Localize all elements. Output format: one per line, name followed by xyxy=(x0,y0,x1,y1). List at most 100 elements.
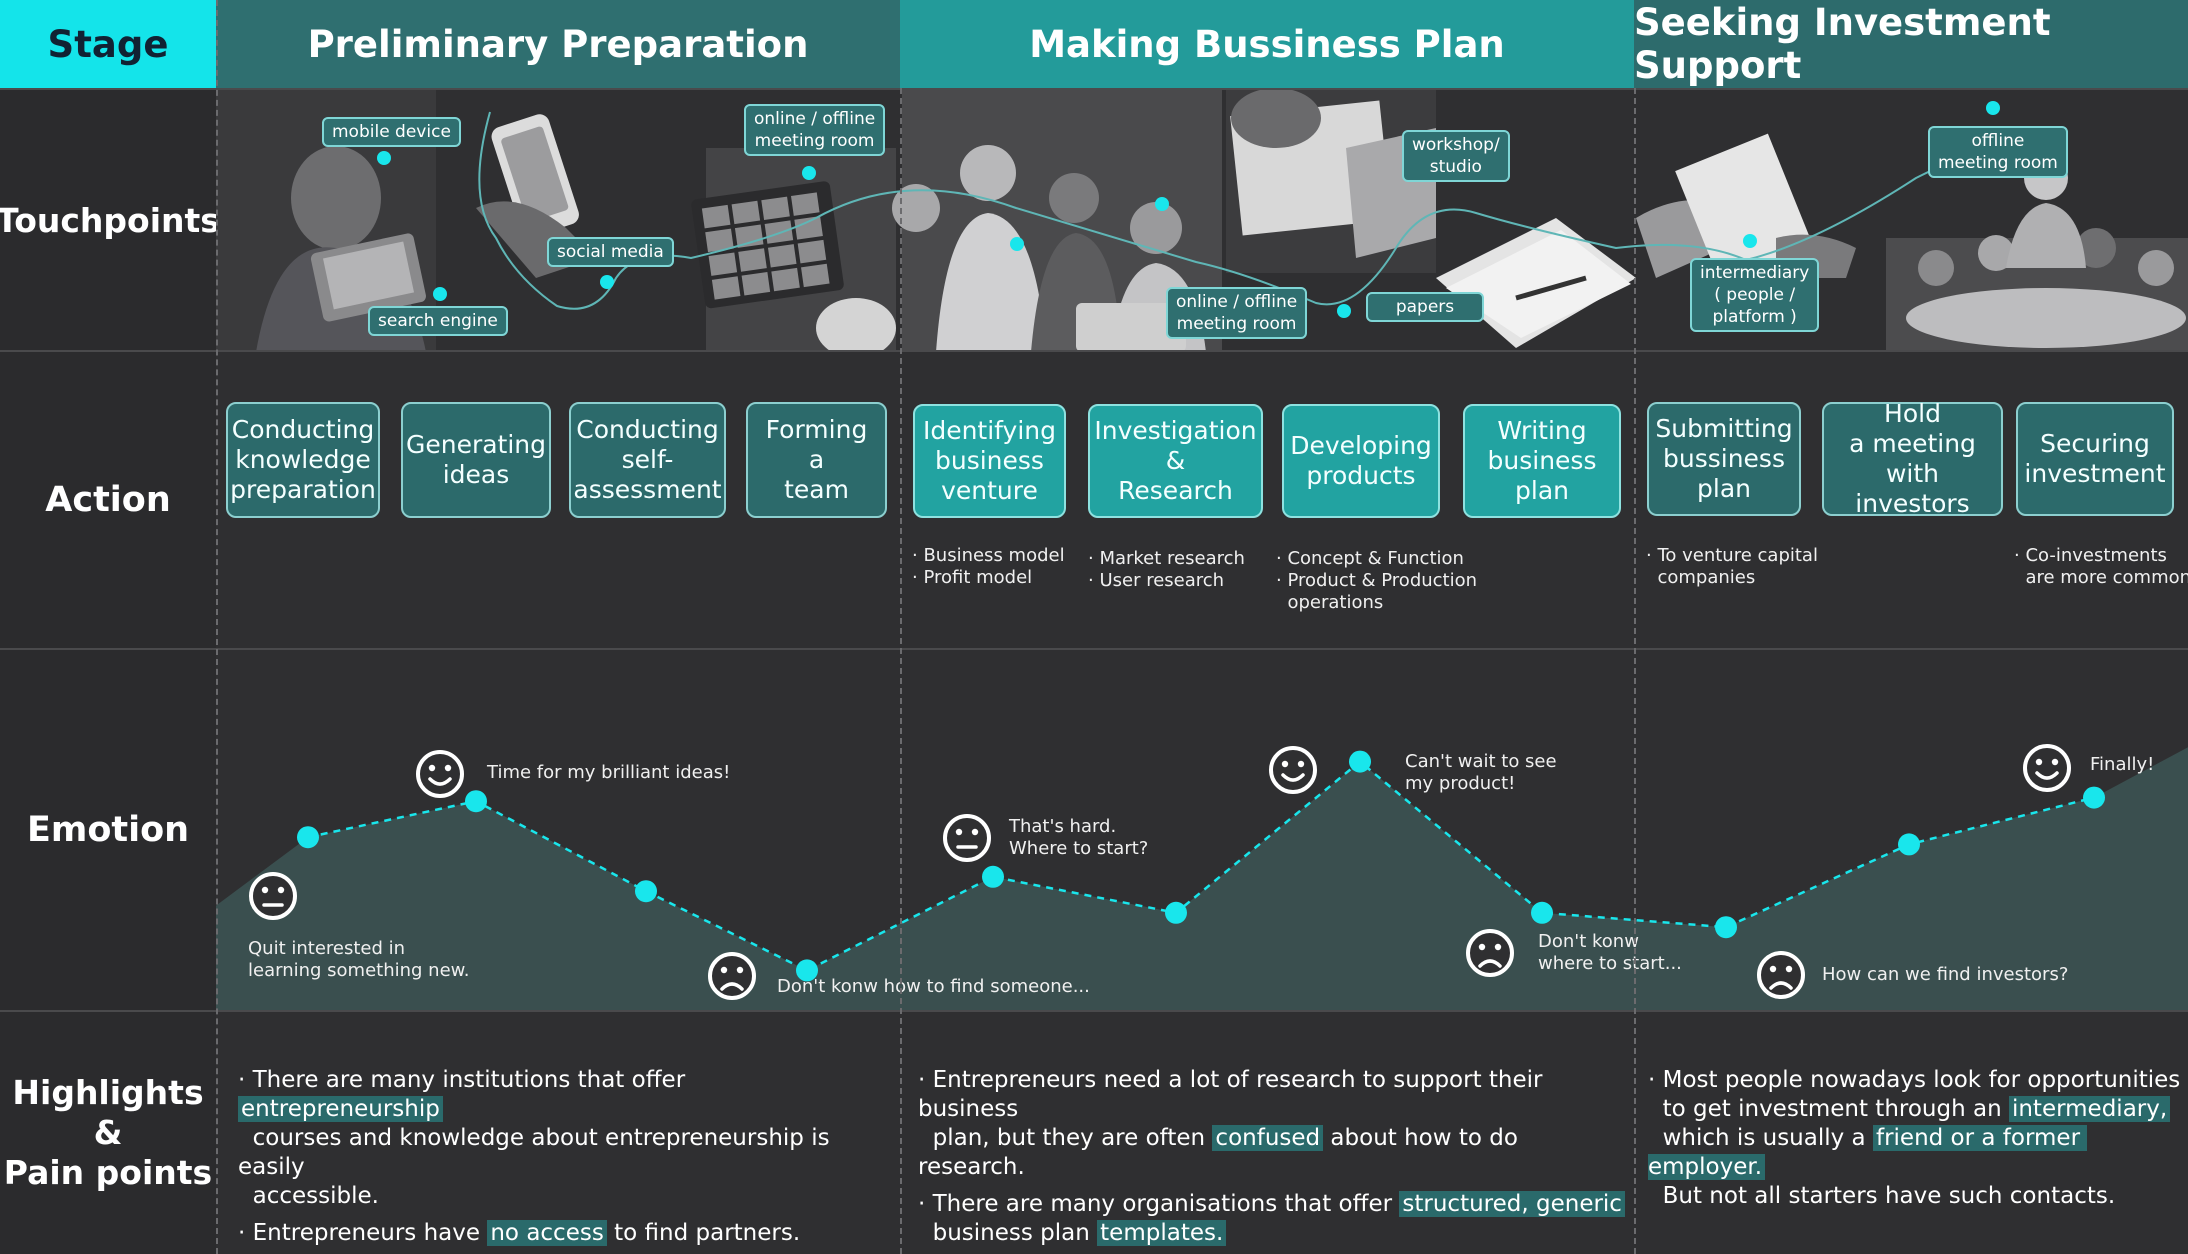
row-divider xyxy=(0,350,2188,352)
emotion-point xyxy=(465,790,487,813)
highlights-column-1: · There are many institutions that offer… xyxy=(238,1066,888,1248)
highlights-column-3: · Most people nowadays look for opportun… xyxy=(1648,1066,2188,1219)
sad-face-icon xyxy=(708,952,756,1000)
tag-text: meeting room xyxy=(1176,314,1297,334)
highlight-text: But not all starters have such contacts. xyxy=(1662,1183,2116,1209)
action-step-text: plan xyxy=(1515,476,1569,505)
row-label-text: Emotion xyxy=(26,810,190,850)
tag-text: meeting room xyxy=(1938,153,2058,173)
emotion-curve-chart xyxy=(216,744,2188,1010)
happy-face-icon xyxy=(416,750,464,798)
row-label-text: Pain points xyxy=(3,1153,213,1192)
stage-seeking-investment: Seeking Investment Support xyxy=(1634,0,2188,88)
highlight-text: business plan xyxy=(932,1220,1090,1246)
action-step-text: Securing xyxy=(2040,429,2150,458)
action-note: · To venture capital companies xyxy=(1646,545,1818,588)
highlight-item: · Entrepreneurs have no access to find p… xyxy=(238,1219,888,1248)
highlight-item: · Entrepreneurs need a lot of research t… xyxy=(918,1066,1630,1182)
tag-text: social media xyxy=(557,242,664,262)
emotion-point xyxy=(1715,916,1737,939)
highlight-text: · There are many organisations that offe… xyxy=(918,1191,1400,1217)
touchpoint-mobile-device: mobile device xyxy=(322,117,461,147)
action-step-text: investment xyxy=(2024,459,2166,488)
emotion-label: Don't konw how to find someone... xyxy=(777,976,1090,997)
row-label-text: Action xyxy=(45,480,171,520)
happy-face-icon xyxy=(2023,744,2071,792)
touchpoint-dots xyxy=(377,101,2000,318)
touchpoint-intermediary: intermediary( people /platform ) xyxy=(1690,258,1820,332)
highlight-text: · There are many institutions that offer xyxy=(238,1067,693,1093)
emotion-label: Time for my brilliant ideas! xyxy=(487,762,731,783)
stage-title: Preliminary Preparation xyxy=(307,22,809,66)
photo-handing-documents xyxy=(1636,133,1856,283)
tag-text: online / offline xyxy=(754,109,876,129)
touchpoint-search-engine: search engine xyxy=(368,306,508,336)
row-label-emotion: Emotion xyxy=(0,650,216,1010)
row-label-text: Touchpoints xyxy=(0,200,220,240)
highlighted-keyword: entrepreneurship xyxy=(238,1096,443,1122)
emotion-area xyxy=(216,747,2188,1010)
tag-text: offline xyxy=(1971,131,2025,151)
highlights-column-2: · Entrepreneurs need a lot of research t… xyxy=(918,1066,1630,1248)
highlighted-keyword: confused xyxy=(1212,1125,1324,1151)
tag-text: online / offline xyxy=(1176,292,1298,312)
emotion-point xyxy=(2083,786,2105,809)
action-step: Investigation&Research xyxy=(1088,404,1263,518)
action-note: · Business model · Profit model xyxy=(912,545,1065,588)
action-step-text: & xyxy=(1165,446,1186,475)
row-label-highlights: Highlights & Pain points xyxy=(0,1012,216,1254)
highlight-text: to find partners. xyxy=(606,1220,801,1246)
action-note: · Market research · User research xyxy=(1088,548,1245,591)
tag-text: platform ) xyxy=(1712,307,1797,327)
highlighted-keyword: structured, generic xyxy=(1399,1191,1625,1217)
action-step-text: Conducting xyxy=(231,415,375,444)
stage-making-business-plan: Making Bussiness Plan xyxy=(900,0,1634,88)
highlight-text: · Entrepreneurs have xyxy=(238,1220,488,1246)
highlight-item: · There are many institutions that offer… xyxy=(238,1066,888,1211)
emotion-point xyxy=(1898,833,1920,856)
action-step-text: bussiness xyxy=(1663,444,1785,473)
highlight-text: · Entrepreneurs need a lot of research t… xyxy=(918,1067,1543,1151)
action-note: · Concept & Function · Product & Product… xyxy=(1276,548,1478,613)
action-step-text: a xyxy=(808,445,825,474)
tag-text: intermediary xyxy=(1700,263,1810,283)
action-step-text: plan xyxy=(1697,474,1751,503)
highlighted-keyword: intermediary, xyxy=(2008,1096,2171,1122)
sad-face-icon xyxy=(1466,929,1514,977)
stage-header: Stage xyxy=(0,0,216,88)
emotion-label: Finally! xyxy=(2090,754,2155,775)
emotion-point xyxy=(635,880,657,903)
column-divider xyxy=(216,0,218,1254)
column-divider xyxy=(1634,88,1636,1254)
photo-papers xyxy=(1436,218,1636,348)
row-label-touchpoints: Touchpoints xyxy=(0,90,220,350)
emotion-label: That's hard. Where to start? xyxy=(1009,816,1149,859)
emotion-point xyxy=(297,826,319,849)
action-step-text: Conducting xyxy=(576,415,719,444)
highlight-text: · Most people nowadays look for opportun… xyxy=(1648,1067,2181,1122)
action-step-text: a meeting xyxy=(1849,429,1976,458)
action-step-text: preparation xyxy=(230,475,376,504)
action-step-text: Forming xyxy=(765,415,868,444)
sad-face-icon xyxy=(1757,951,1805,999)
action-step-text: with investors xyxy=(1855,459,1970,518)
action-step-text: knowledge xyxy=(235,445,371,474)
action-note: · Co-investments are more common xyxy=(2014,545,2188,588)
emotion-label: Quit interested in learning something ne… xyxy=(248,938,470,981)
row-divider xyxy=(0,1010,2188,1012)
emotion-label: Don't konw where to start... xyxy=(1538,931,1682,974)
highlight-item: · Most people nowadays look for opportun… xyxy=(1648,1066,2188,1211)
emotion-point xyxy=(982,865,1004,888)
tag-text: ( people / xyxy=(1714,285,1796,305)
touchpoint-papers: papers xyxy=(1366,292,1484,322)
action-step-text: Submitting xyxy=(1655,414,1793,443)
stage-title: Seeking Investment Support xyxy=(1634,1,2051,87)
